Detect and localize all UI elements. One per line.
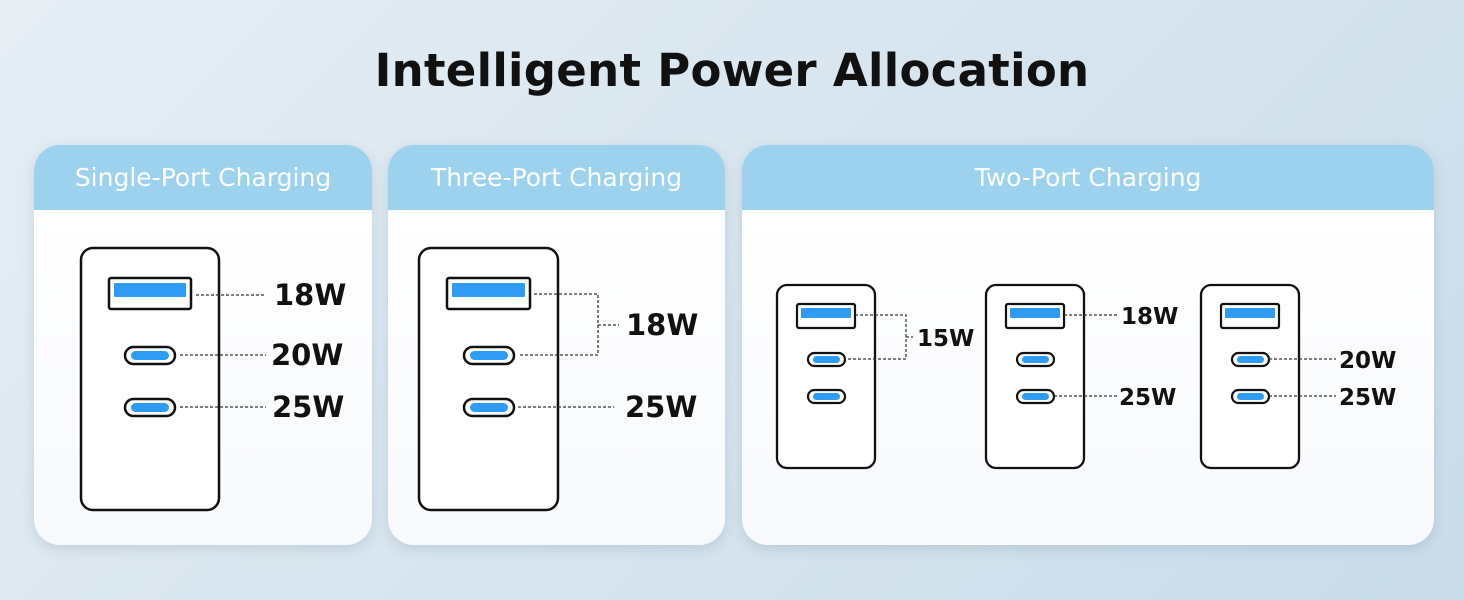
wattage-label: 18W <box>274 278 346 312</box>
charger-body <box>1199 283 1301 470</box>
connector-bracket <box>518 293 599 356</box>
wattage-label: 25W <box>1119 385 1176 411</box>
panel-header: Two-Port Charging <box>742 145 1434 210</box>
usb-c-port-icon <box>1230 351 1271 368</box>
panel-three-port: Three-Port Charging 18W 25W <box>388 145 725 545</box>
wattage-label: 18W <box>1121 304 1178 330</box>
wattage-label: 15W <box>917 326 974 352</box>
usb-c-port-icon <box>462 345 516 366</box>
charger-a: 15W <box>775 283 974 470</box>
wattage-label: 20W <box>1339 348 1396 374</box>
usb-c-port-icon <box>806 351 847 368</box>
panel-body: 15W 18W 25W <box>742 210 1434 545</box>
panel-single-port: Single-Port Charging 18W 20W 25W <box>34 145 372 545</box>
charger-diagram: 18W 25W <box>417 246 698 512</box>
panel-two-port: Two-Port Charging 15W <box>742 145 1434 545</box>
charger-body <box>79 246 221 512</box>
wattage-label: 25W <box>1339 385 1396 411</box>
usb-a-port-icon <box>1004 302 1066 330</box>
page-title: Intelligent Power Allocation <box>374 44 1090 97</box>
usb-c-port-icon <box>462 397 516 418</box>
panel-body: 18W 20W 25W <box>34 210 372 545</box>
wattage-label: 25W <box>625 390 697 424</box>
charger-body <box>417 246 560 512</box>
charger-c: 20W 25W <box>1199 283 1396 470</box>
wattage-label: 20W <box>271 338 343 372</box>
usb-c-port-icon <box>1230 388 1271 405</box>
panel-header: Three-Port Charging <box>388 145 725 210</box>
charger-diagram-group: 15W 18W 25W <box>775 283 1396 470</box>
wattage-label: 18W <box>626 308 698 342</box>
charger-body <box>984 283 1086 470</box>
usb-a-port-icon <box>1219 302 1281 330</box>
usb-c-port-icon <box>806 388 847 405</box>
usb-c-port-icon <box>1015 351 1056 368</box>
usb-a-port-icon <box>107 276 193 311</box>
charger-diagram: 18W 20W 25W <box>79 246 346 512</box>
usb-c-port-icon <box>123 345 177 366</box>
usb-c-port-icon <box>1015 388 1056 405</box>
usb-a-port-icon <box>795 302 857 330</box>
panel-body: 18W 25W <box>388 210 725 545</box>
wattage-label: 25W <box>272 390 344 424</box>
usb-c-port-icon <box>123 397 177 418</box>
usb-a-port-icon <box>445 276 532 311</box>
charger-body <box>775 283 877 470</box>
charger-b: 18W 25W <box>984 283 1178 470</box>
panel-header: Single-Port Charging <box>34 145 372 210</box>
